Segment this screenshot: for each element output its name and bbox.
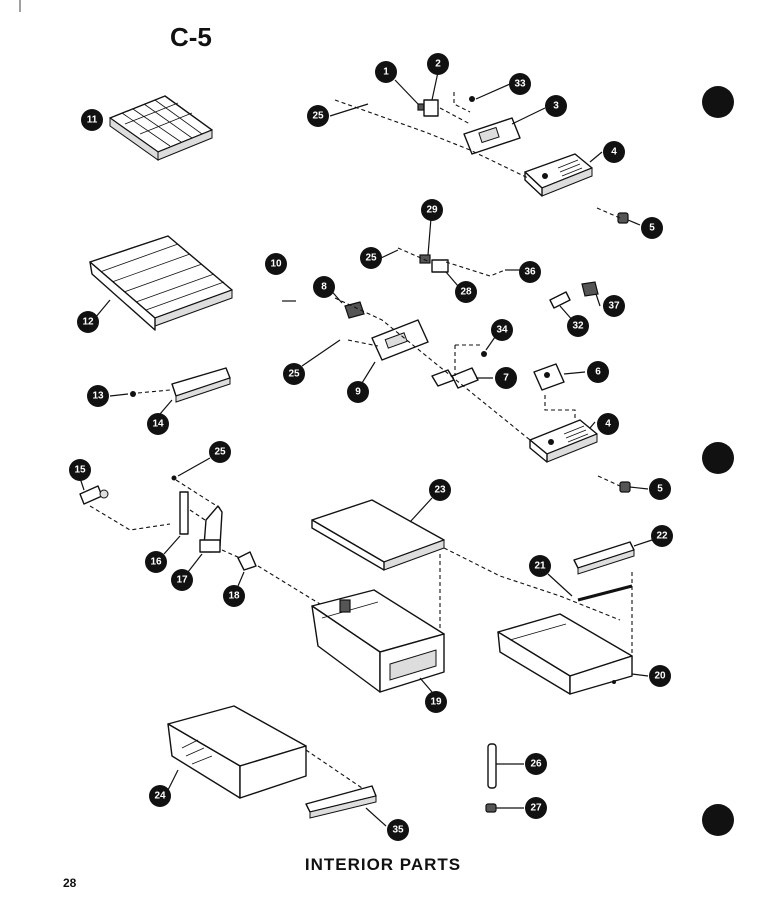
part-middle-control [282,217,649,493]
svg-text:4: 4 [611,147,617,158]
svg-text:26: 26 [530,759,542,770]
part-crisper-drawer-20 [497,613,649,695]
svg-text:24: 24 [154,791,166,802]
svg-text:32: 32 [572,321,584,332]
callout-22: 22 [651,525,673,547]
svg-text:18: 18 [228,591,240,602]
callout-25-mid: 25 [360,247,382,269]
svg-text:36: 36 [524,267,536,278]
svg-text:22: 22 [656,531,668,542]
page-title: INTERIOR PARTS [304,855,462,874]
section-code: C-5 [170,22,212,52]
svg-text:20: 20 [654,671,666,682]
part-rails-21-22 [547,539,653,660]
callout-8: 8 [313,276,335,298]
svg-text:16: 16 [150,557,162,568]
svg-text:7: 7 [503,373,509,384]
registration-dot-middle [702,442,734,474]
callout-15: 15 [69,459,91,481]
callout-25-left: 25 [283,363,305,385]
part-pin-26-27 [485,743,524,813]
part-drawer-guide [79,457,321,605]
part-rail-13-14 [109,367,231,415]
callout-16: 16 [145,551,167,573]
callout-21: 21 [529,555,551,577]
part-crisper-drawer-19 [311,589,445,693]
callout-18: 18 [223,585,245,607]
callout-23: 23 [429,479,451,501]
callout-4-mid: 4 [597,413,619,435]
svg-text:19: 19 [430,697,442,708]
svg-text:3: 3 [553,101,559,112]
svg-text:12: 12 [82,317,94,328]
callout-5-top: 5 [641,217,663,239]
svg-text:25: 25 [214,447,226,458]
callout-34: 34 [491,319,513,341]
callout-19: 19 [425,691,447,713]
svg-text:8: 8 [321,282,327,293]
callout-1: 1 [375,61,397,83]
callout-33: 33 [509,73,531,95]
svg-text:25: 25 [288,369,300,380]
callout-7: 7 [495,367,517,389]
part-drawer-24 [167,705,387,827]
svg-text:13: 13 [92,391,104,402]
callout-14: 14 [147,413,169,435]
svg-text:5: 5 [649,223,655,234]
svg-text:14: 14 [152,419,164,430]
callout-17: 17 [171,569,193,591]
svg-text:1: 1 [383,67,389,78]
callout-24: 24 [149,785,171,807]
page-number: 28 [63,876,77,890]
svg-text:6: 6 [595,367,601,378]
callout-35: 35 [387,819,409,841]
callout-37: 37 [603,295,625,317]
callout-9: 9 [347,381,369,403]
part-upper-control [329,71,641,226]
svg-text:27: 27 [530,803,542,814]
svg-text:5: 5 [657,484,663,495]
svg-text:21: 21 [534,561,546,572]
svg-text:17: 17 [176,575,188,586]
svg-text:25: 25 [312,111,324,122]
callout-26: 26 [525,753,547,775]
registration-dot-top [702,86,734,118]
callout-13: 13 [87,385,109,407]
callout-25-lower: 25 [209,441,231,463]
callout-5-mid: 5 [649,478,671,500]
svg-text:34: 34 [496,325,508,336]
svg-text:11: 11 [87,115,98,126]
svg-text:2: 2 [435,59,441,70]
svg-text:4: 4 [605,419,611,430]
callout-28: 28 [455,281,477,303]
callout-4-top: 4 [603,141,625,163]
svg-text:15: 15 [74,465,86,476]
svg-text:33: 33 [514,79,526,90]
svg-text:10: 10 [270,259,282,270]
registration-dot-bottom [702,804,734,836]
svg-text:35: 35 [392,825,404,836]
callout-12: 12 [77,311,99,333]
callout-10: 10 [265,253,287,275]
callout-20: 20 [649,665,671,687]
part-crisper-cover [311,497,621,660]
callout-11: 11 [81,109,103,131]
svg-text:9: 9 [355,387,361,398]
svg-text:23: 23 [434,485,446,496]
callout-2: 2 [427,53,449,75]
svg-text:25: 25 [365,253,377,264]
callout-25-top: 25 [307,105,329,127]
callout-3: 3 [545,95,567,117]
part-shelf [89,235,233,331]
svg-text:29: 29 [426,205,438,216]
callout-6: 6 [587,361,609,383]
callout-29: 29 [421,199,443,221]
callout-27: 27 [525,797,547,819]
svg-text:37: 37 [608,301,620,312]
callout-32: 32 [567,315,589,337]
svg-text:28: 28 [460,287,472,298]
part-ice-tray [109,95,213,161]
callout-36: 36 [519,261,541,283]
